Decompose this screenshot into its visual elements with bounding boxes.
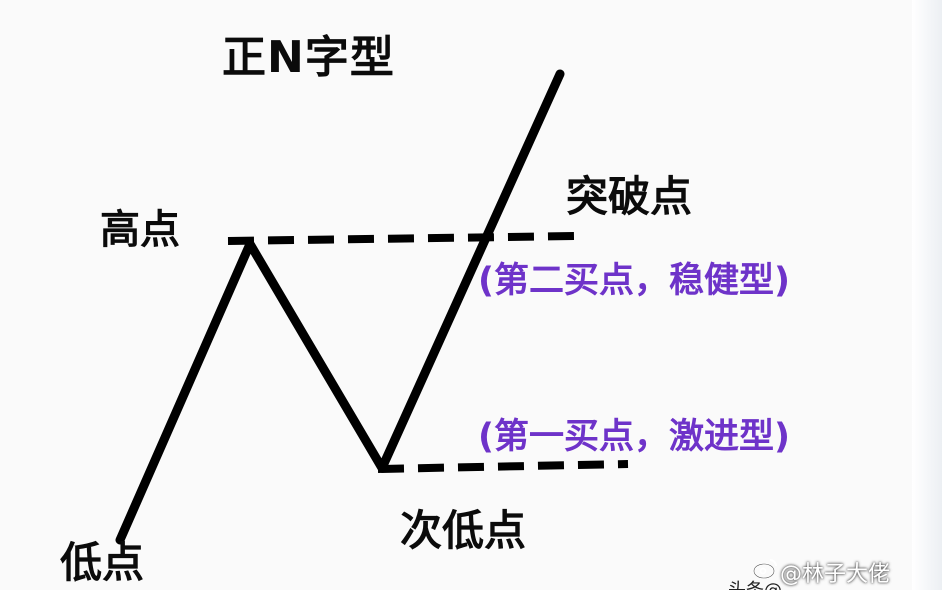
second-low-dashed-line (377, 460, 629, 473)
second-buy-point-label: (第二买点，稳健型) (478, 261, 790, 301)
diagram-title: 正N字型 (222, 32, 395, 83)
price-path-line (115, 69, 565, 545)
second-low-label: 次低点 (400, 506, 527, 555)
watermark-text: @林子大佬 (780, 562, 891, 587)
weibo-icon (753, 559, 777, 579)
high-point-label: 高点 (100, 207, 180, 253)
breakout-point-label: 突破点 (566, 172, 693, 221)
first-buy-point-label: (第一买点，激进型) (478, 417, 790, 457)
watermark-partial-text: 头条@... (728, 576, 799, 590)
low-point-label: 低点 (60, 538, 145, 587)
high-dashed-line (227, 232, 579, 245)
right-edge-shadow (912, 0, 942, 590)
